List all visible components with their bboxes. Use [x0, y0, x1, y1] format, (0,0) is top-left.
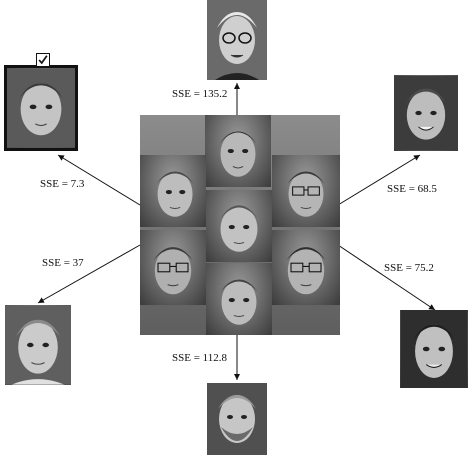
cluster-face-center	[206, 190, 272, 262]
cluster-face-right-lower	[272, 230, 340, 305]
arrow-to-bottom-right	[337, 244, 436, 311]
match-face-bottom-right	[400, 310, 468, 388]
checkbox-checked-icon	[38, 55, 48, 65]
match-face-top-right	[394, 75, 458, 151]
sse-label-top-left: SSE = 7.3	[40, 178, 85, 190]
match-face-bottom	[207, 383, 267, 455]
sse-label-top: SSE = 135.2	[172, 88, 228, 100]
match-face-bottom-left	[5, 305, 71, 385]
cluster-face-top	[205, 115, 271, 187]
sse-label-bottom-right: SSE = 75.2	[384, 262, 434, 274]
sse-label-bottom-left: SSE = 37	[42, 257, 84, 269]
arrow-to-top-left	[57, 154, 141, 206]
arrow-to-bottom-left	[37, 244, 141, 304]
selected-match-checkbox	[36, 53, 50, 67]
match-face-top-left	[4, 65, 78, 151]
cluster-face-bottom	[206, 263, 272, 335]
query-face-cluster	[140, 115, 340, 335]
sse-label-top-right: SSE = 68.5	[387, 183, 437, 195]
cluster-face-right-upper	[272, 155, 340, 227]
cluster-face-left-upper	[140, 155, 206, 227]
arrow-to-top-right	[337, 154, 421, 206]
cluster-face-left-lower	[140, 230, 206, 305]
match-face-top	[207, 0, 267, 80]
sse-label-bottom: SSE = 112.8	[172, 352, 227, 364]
